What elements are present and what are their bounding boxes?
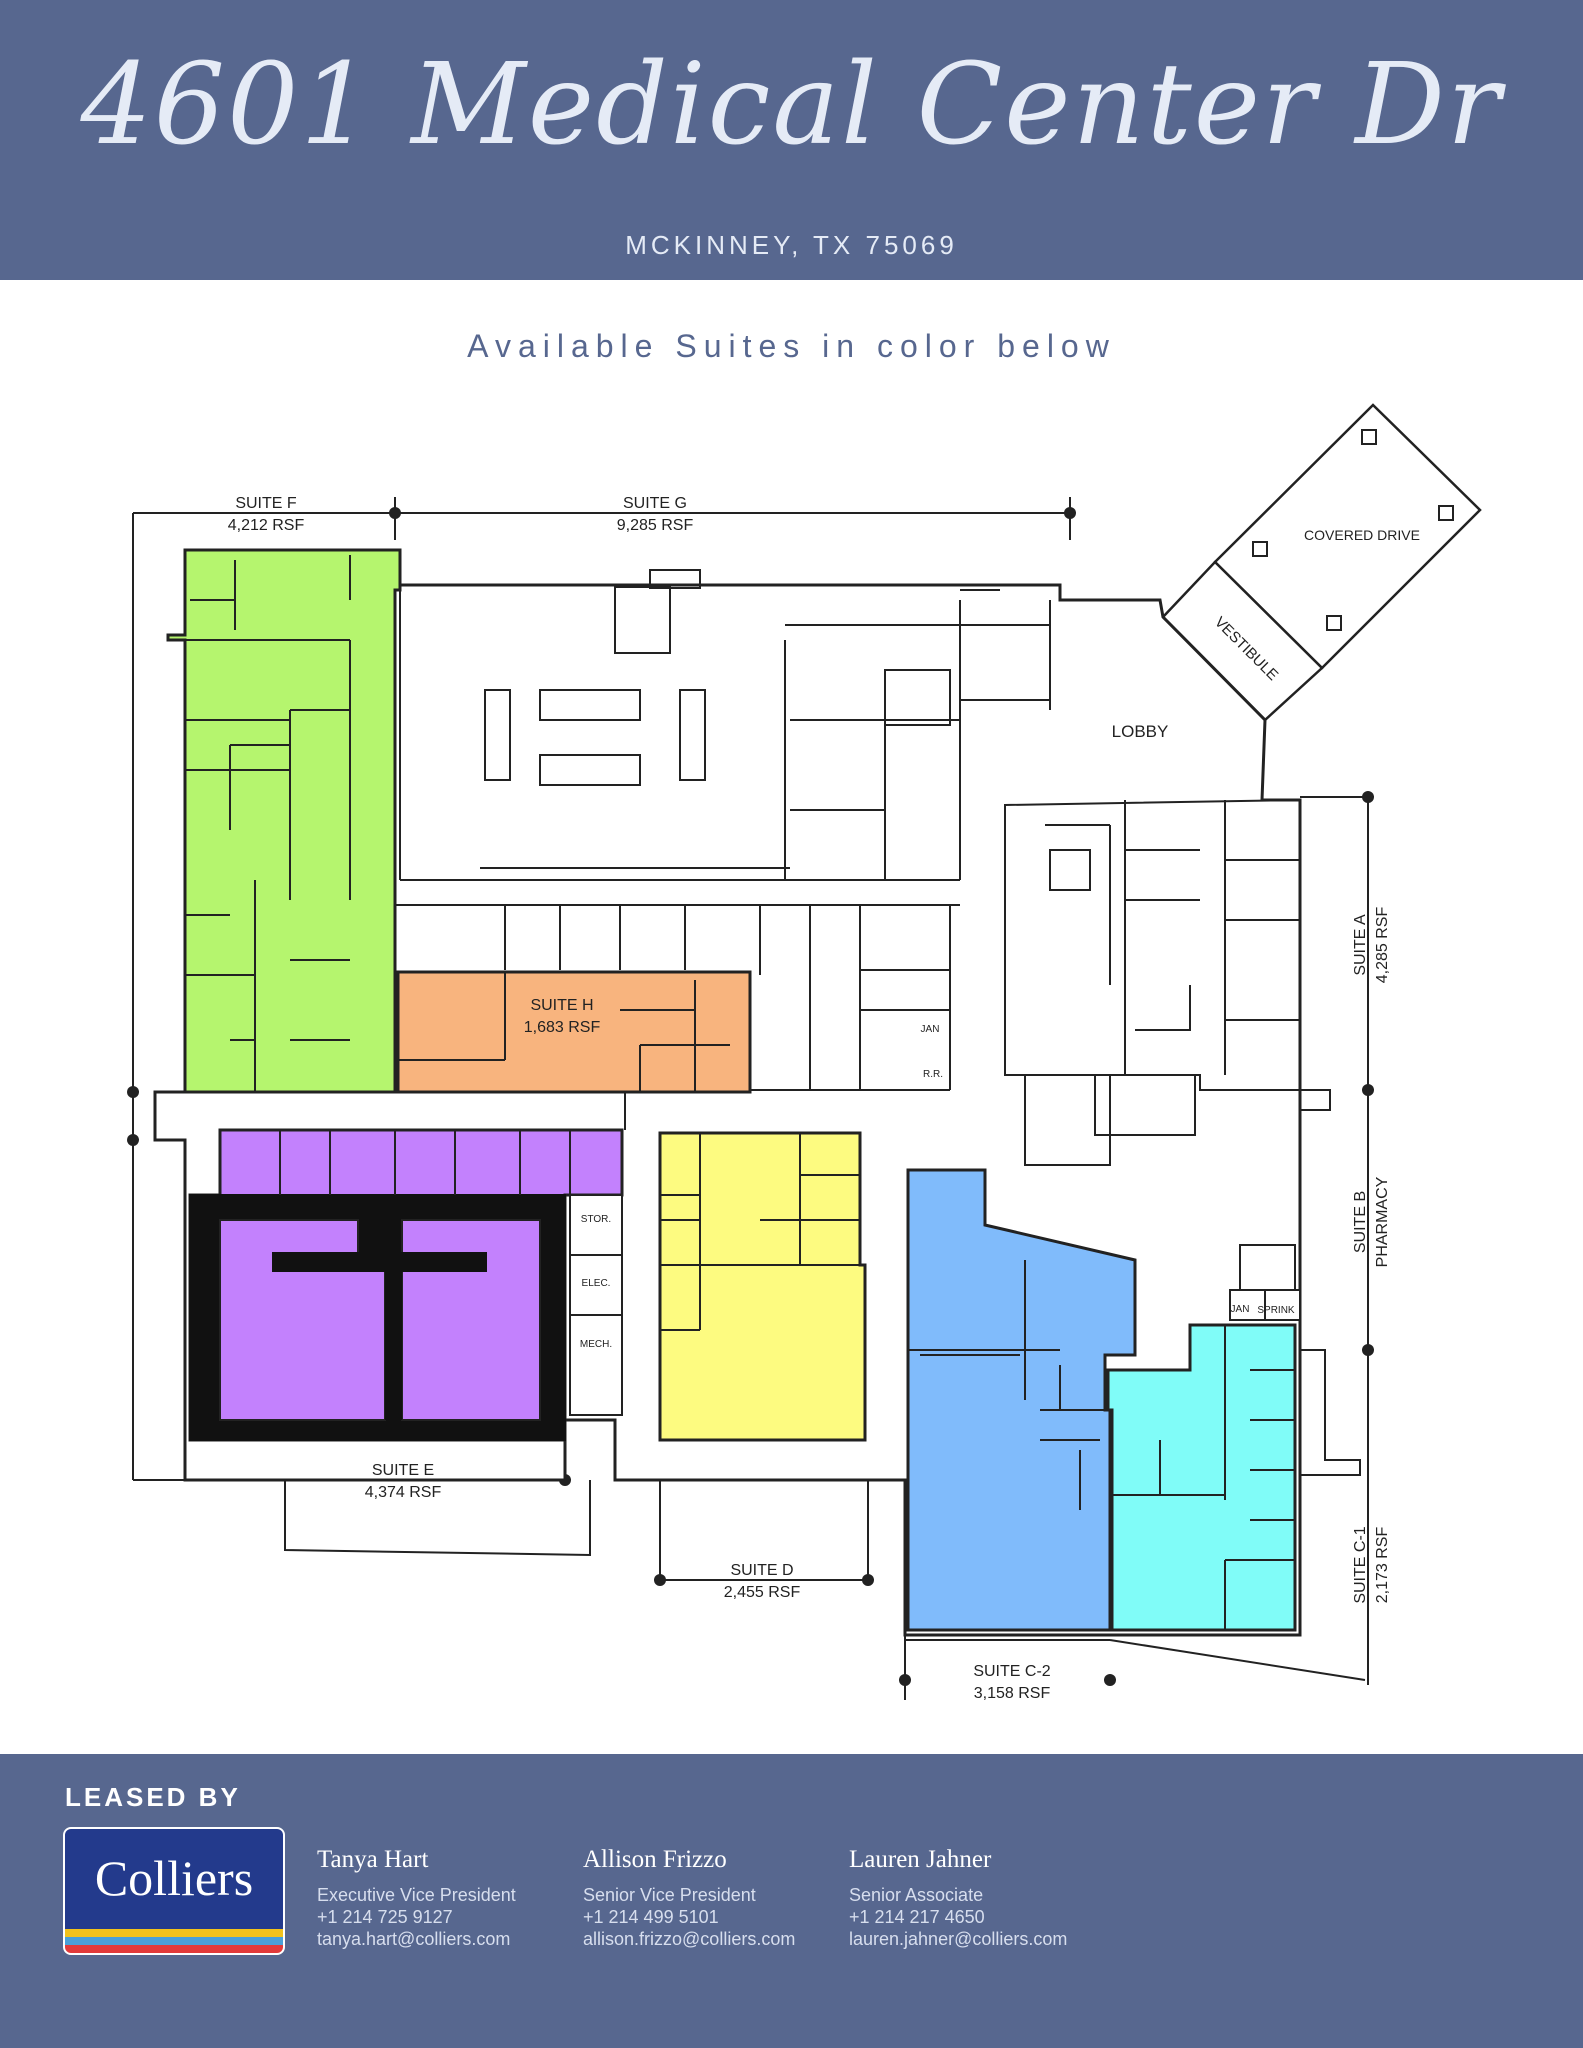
contact-email[interactable]: allison.frizzo@colliers.com — [583, 1929, 796, 1949]
colliers-logo-text: Colliers — [94, 1850, 254, 1906]
contact-allison-frizzo: Allison Frizzo Senior Vice President +1 … — [583, 1846, 795, 1950]
suite-f-area-label: 4,212 RSF — [228, 517, 305, 534]
suite-c1-label: SUITE C-1 — [1352, 1526, 1369, 1603]
jan-label: JAN — [921, 1024, 940, 1035]
suite-e-area-label: 4,374 RSF — [365, 1484, 442, 1501]
sprink-label: SPRINK — [1257, 1305, 1295, 1316]
suite-b-label: SUITE B — [1352, 1191, 1369, 1253]
suite-c2-area — [906, 1168, 1137, 1632]
contact-email[interactable]: tanya.hart@colliers.com — [317, 1929, 511, 1949]
contact-tanya-hart: Tanya Hart Executive Vice President +1 2… — [317, 1846, 516, 1950]
page-subtitle: MCKINNEY, TX 75069 — [625, 230, 958, 260]
contact-lauren-jahner: Lauren Jahner Senior Associate +1 214 21… — [849, 1846, 1067, 1950]
suite-d-area — [658, 1131, 867, 1442]
tagline: Available Suites in color below — [467, 328, 1116, 364]
suite-b-pharmacy-label: PHARMACY — [1374, 1176, 1391, 1267]
suite-c2-label: SUITE C-2 — [973, 1663, 1050, 1680]
suite-h-area-label: 1,683 RSF — [524, 1019, 601, 1036]
suite-g-area-label: 9,285 RSF — [617, 517, 694, 534]
suite-e-label: SUITE E — [372, 1462, 434, 1479]
suite-h-area — [396, 970, 752, 1094]
header-band — [0, 0, 1583, 280]
mech-label: MECH. — [580, 1339, 612, 1350]
contact-name: Allison Frizzo — [583, 1846, 727, 1873]
stor-label: STOR. — [581, 1214, 611, 1225]
contact-phone[interactable]: +1 214 217 4650 — [849, 1907, 985, 1927]
contact-phone[interactable]: +1 214 725 9127 — [317, 1907, 453, 1927]
covered-drive-label: COVERED DRIVE — [1304, 527, 1420, 543]
contact-phone[interactable]: +1 214 499 5101 — [583, 1907, 719, 1927]
suite-d-area-label: 2,455 RSF — [724, 1584, 801, 1601]
suite-c1-area — [1106, 1323, 1297, 1632]
contact-title: Senior Vice President — [583, 1885, 756, 1905]
jan-label-2: JAN — [1231, 1304, 1250, 1315]
lobby-label: LOBBY — [1112, 722, 1169, 741]
elec-label: ELEC. — [582, 1278, 611, 1289]
rr-label: R.R. — [923, 1069, 943, 1080]
suite-c1-area-label: 2,173 RSF — [1374, 1527, 1391, 1604]
contact-title: Senior Associate — [849, 1885, 984, 1905]
suite-h-label: SUITE H — [530, 997, 593, 1014]
suite-f-label: SUITE F — [235, 495, 297, 512]
leased-by-label: LEASED BY — [65, 1782, 241, 1812]
contact-title: Executive Vice President — [317, 1885, 516, 1905]
suite-d-label: SUITE D — [730, 1562, 793, 1579]
suite-g-label: SUITE G — [623, 495, 687, 512]
contact-name: Tanya Hart — [317, 1846, 429, 1873]
suite-c2-area-label: 3,158 RSF — [974, 1685, 1051, 1702]
page-title: 4601 Medical Center Dr — [80, 40, 1503, 170]
suite-a-area-label: 4,285 RSF — [1374, 907, 1391, 984]
floor-plan: SUITE F 4,212 RSF SUITE G 9,285 RSF SUIT… — [127, 403, 1482, 1702]
suite-f-area — [166, 548, 402, 1094]
contact-email[interactable]: lauren.jahner@colliers.com — [849, 1929, 1068, 1949]
suite-a-label: SUITE A — [1352, 914, 1369, 976]
contact-name: Lauren Jahner — [849, 1846, 992, 1873]
colliers-logo: Colliers — [65, 1829, 283, 1953]
